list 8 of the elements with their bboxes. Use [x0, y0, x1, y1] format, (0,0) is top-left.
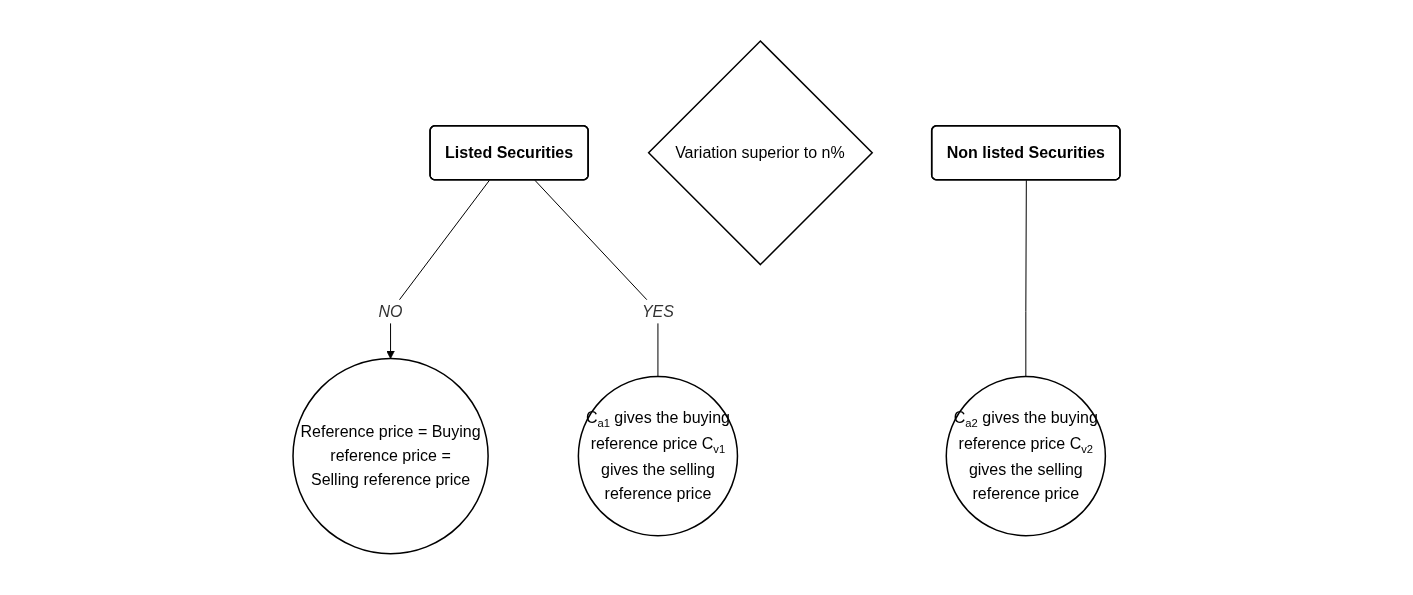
node-circle: C$_{a1}$ gives the buying reference price C$_{v1}$ gives the selling reference price	[577, 376, 739, 537]
node-diamond: Variation superior to n%	[647, 40, 874, 266]
arrow	[386, 179, 490, 360]
edge-label: NO	[378, 302, 403, 320]
connector	[1025, 179, 1027, 378]
connector	[534, 179, 659, 378]
edge-label: YES	[641, 302, 674, 320]
node-circle: Reference price = Buying reference price = Selling reference price	[292, 357, 489, 555]
